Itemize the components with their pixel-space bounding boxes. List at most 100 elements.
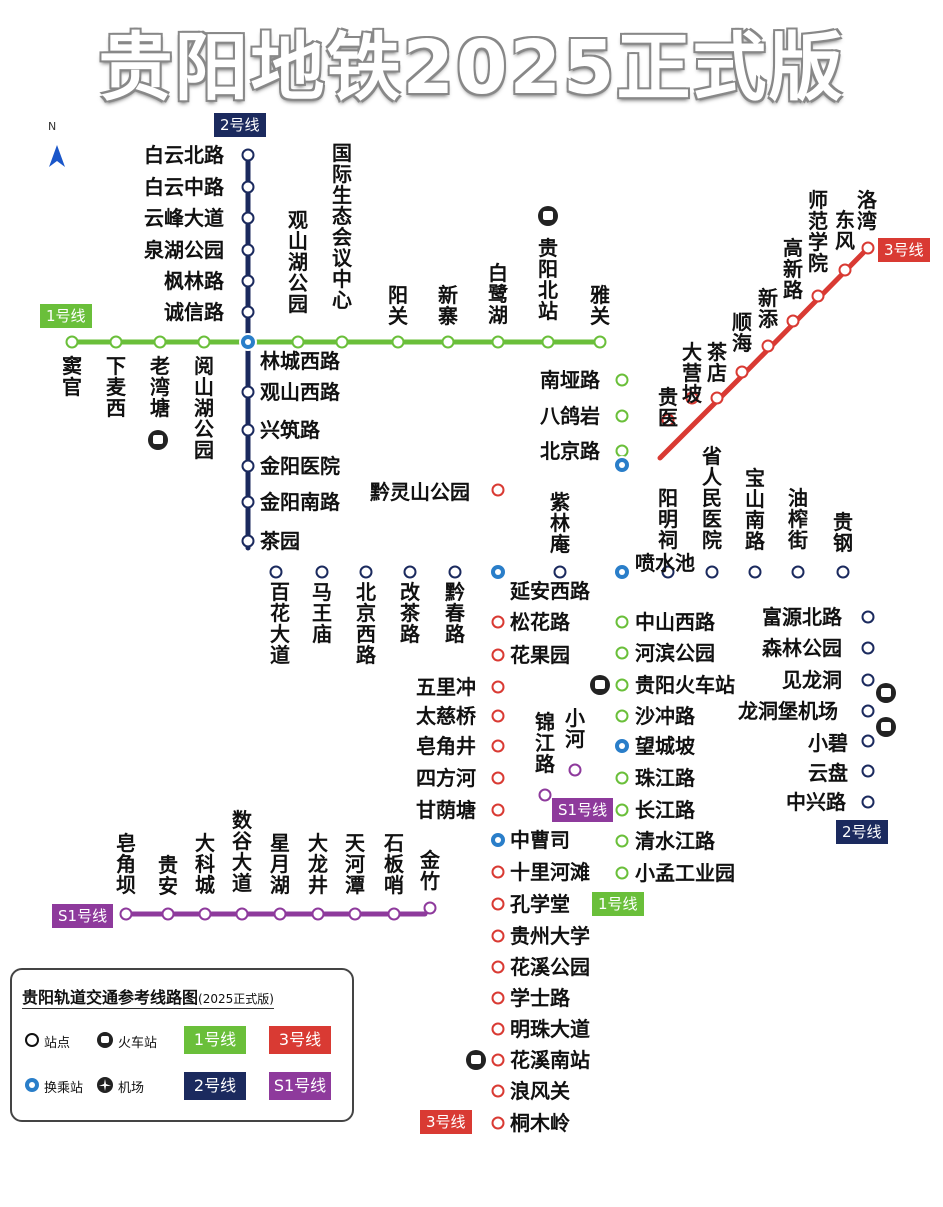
- line1-station-label: 观山湖公园: [288, 208, 308, 316]
- line2-station-dot: [553, 565, 567, 579]
- line3-station-label: 高新路: [783, 236, 803, 302]
- line3-path: [657, 245, 871, 461]
- s1-station-dot: [311, 907, 325, 921]
- s1-station-label: 大科城: [195, 831, 215, 897]
- line2-station-label: 茶园: [260, 529, 300, 553]
- transfer-station-icon: [619, 462, 625, 468]
- line2-station-dot: [861, 641, 875, 655]
- line1-station-label: 阳关: [388, 283, 408, 328]
- s1-station-label: 皂角坝: [116, 831, 136, 897]
- line3-station-label: 贵州大学: [510, 924, 590, 948]
- line3-station-dot: [491, 483, 505, 497]
- line3-station-label: 明珠大道: [510, 1017, 590, 1041]
- legend-l3: 3号线: [269, 1026, 331, 1054]
- map-title: 贵阳地铁2025正式版: [98, 25, 845, 111]
- line3-badge-right: 3号线: [878, 238, 930, 262]
- line2-station-label: 枫林路: [164, 269, 224, 293]
- line2-station-label: 林城西路: [260, 349, 340, 373]
- s1-badge-left: S1号线: [52, 904, 114, 928]
- s1-station-dot: [161, 907, 175, 921]
- line2-station-label: 紫林庵: [550, 490, 570, 556]
- line1-station-dot: [335, 335, 349, 349]
- line2-station-label: 泉湖公园: [144, 238, 224, 262]
- line3-station-dot: [685, 391, 699, 405]
- airport-icon: [881, 722, 891, 731]
- line3-station-dot: [491, 865, 505, 879]
- transfer-icon: [25, 1078, 39, 1092]
- line1-station-dot: [541, 335, 555, 349]
- line1-station-dot: [615, 646, 629, 660]
- line2-station-label: 诚信路: [164, 300, 224, 324]
- line1-station-label: 新寨: [438, 283, 458, 328]
- line3-station-dot: [491, 771, 505, 785]
- s1-station-dot: [348, 907, 362, 921]
- line1-station-label: 下麦西: [106, 354, 126, 420]
- line3-station-label: 十里河滩: [510, 860, 590, 884]
- line1-station-dot: [615, 866, 629, 880]
- line3-station-label: 中曹司: [510, 828, 570, 852]
- line1-station-label: 长江路: [635, 798, 695, 822]
- line3-station-dot: [811, 289, 825, 303]
- line1-station-label: 贵阳火车站: [635, 673, 735, 697]
- line1-badge-left: 1号线: [40, 304, 92, 328]
- train-station-icon: [881, 688, 891, 697]
- transfer-station-icon: [619, 743, 625, 749]
- line2-station-dot: [748, 565, 762, 579]
- s1-station-dot: [423, 901, 437, 915]
- s1-station-label: 锦江路: [535, 710, 555, 776]
- line3-station-dot: [491, 960, 505, 974]
- s1-station-label: 天河潭: [345, 831, 365, 897]
- line2-station-label: 百花大道: [270, 580, 290, 667]
- line1-station-label: 喷水池: [635, 551, 695, 575]
- line3-station-label: 学士路: [510, 986, 570, 1010]
- line2-station-dot: [241, 305, 255, 319]
- line3-station-label: 浪风关: [510, 1079, 570, 1103]
- line2-station-label: 改茶路: [400, 580, 420, 646]
- line1-station-dot: [615, 709, 629, 723]
- line1-station-dot: [615, 373, 629, 387]
- line1-station-dot: [291, 335, 305, 349]
- line3-station-dot: [491, 803, 505, 817]
- train-station-icon: [543, 211, 553, 220]
- line2-station-dot: [241, 243, 255, 257]
- line2-station-dot: [861, 704, 875, 718]
- line3-station-label: 师范学院: [808, 188, 828, 275]
- line3-station-dot: [491, 991, 505, 1005]
- line2-station-label: 森林公园: [762, 636, 842, 660]
- line2-station-dot: [359, 565, 373, 579]
- line3-station-label: 花溪南站: [510, 1048, 590, 1072]
- legend-title: 贵阳轨道交通参考线路图(2025正式版): [22, 984, 274, 1009]
- transfer-station-icon: [495, 837, 501, 843]
- line3-station-dot: [491, 739, 505, 753]
- s1-station-label: 星月湖: [270, 831, 290, 897]
- line2-station-dot: [791, 565, 805, 579]
- line1-station-dot: [615, 803, 629, 817]
- line1-station-dot: [65, 335, 79, 349]
- line3-station-label: 花溪公园: [510, 955, 590, 979]
- line2-station-label: 贵钢: [833, 510, 853, 555]
- line1-station-label: 窦官: [62, 354, 82, 399]
- airport-icon: [97, 1077, 113, 1093]
- line2-station-label: 中兴路: [786, 790, 846, 814]
- line2-station-dot: [269, 565, 283, 579]
- line2-station-dot: [241, 274, 255, 288]
- line1-station-label: 贵阳北站: [538, 236, 558, 323]
- line2-station-label: 龙洞堡机场: [738, 699, 838, 723]
- line1-station-label: 南垭路: [540, 368, 600, 392]
- s1-station-dot: [568, 763, 582, 777]
- transfer-station-icon: [245, 339, 251, 345]
- line2-station-dot: [241, 459, 255, 473]
- line3-station-dot: [491, 680, 505, 694]
- line2-station-label: 兴筑路: [260, 418, 320, 442]
- s1-station-dot: [119, 907, 133, 921]
- line2-station-dot: [861, 795, 875, 809]
- s1-station-label: 金竹: [420, 848, 440, 893]
- north-arrow-icon: [49, 145, 65, 167]
- north-label: N: [48, 120, 57, 133]
- line1-station-dot: [615, 834, 629, 848]
- line3-station-dot: [491, 1053, 505, 1067]
- line1-station-dot: [615, 444, 629, 458]
- legend-airport: 机场: [118, 1081, 145, 1096]
- line2-station-label: 马王庙: [312, 580, 332, 646]
